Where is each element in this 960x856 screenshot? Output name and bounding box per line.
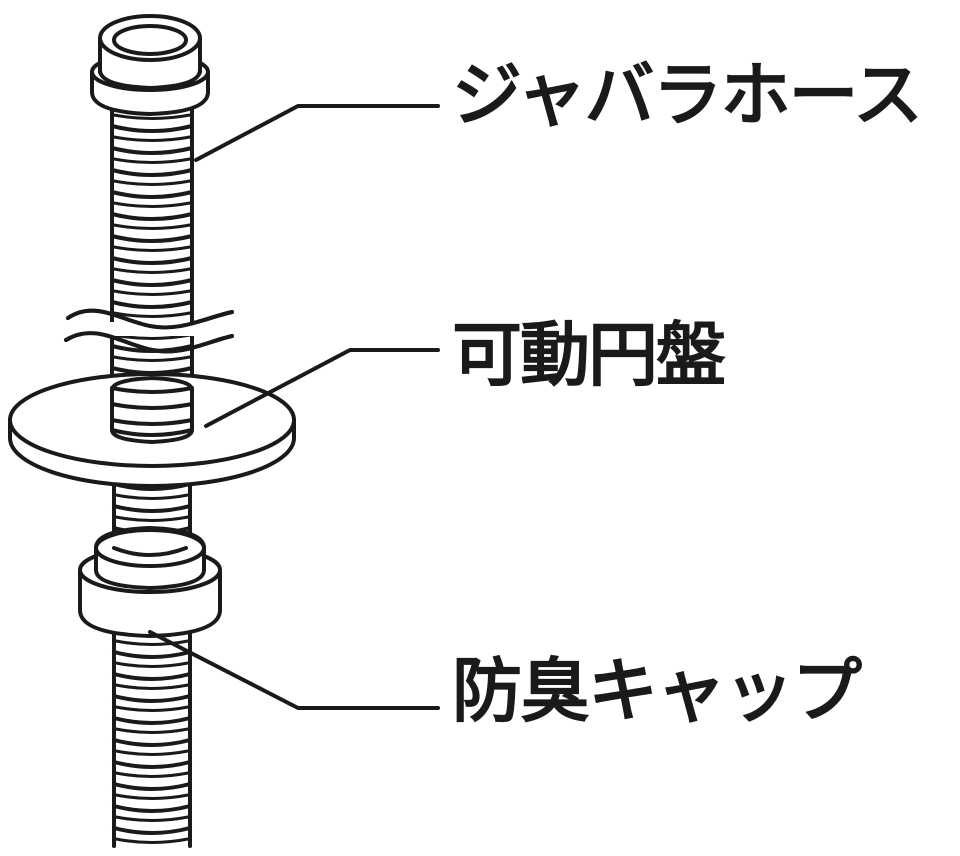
hose-ring: [110, 212, 194, 221]
movable-disc: [8, 372, 296, 488]
hose-ring: [110, 300, 194, 309]
hose-ring: [112, 672, 192, 681]
hose-ring: [112, 760, 192, 769]
break-mark: [64, 308, 234, 354]
deodorizing-cap: [78, 526, 222, 638]
leader-lines: [148, 104, 440, 710]
hose-lower-section: [112, 628, 192, 848]
hose-ring: [110, 146, 194, 155]
hose-ring: [112, 694, 192, 703]
hose-ring: [112, 804, 192, 813]
hose-ring: [110, 190, 194, 199]
hose-ring: [110, 168, 194, 177]
label-movable-disc: 可動円盤: [452, 314, 726, 396]
label-deodorizing-cap: 防臭キャップ: [452, 650, 862, 732]
top-fitting: [90, 14, 210, 116]
hose-ring: [110, 256, 194, 265]
hose-ring: [112, 716, 192, 725]
hose-ring: [110, 278, 194, 287]
hose-ring: [112, 826, 192, 835]
label-jabara-hose: ジャバラホース: [452, 54, 923, 136]
hose-ring: [110, 124, 194, 133]
leader-line-cap: [148, 630, 440, 710]
hose-ring: [112, 504, 192, 513]
hose-ring: [112, 738, 192, 747]
leader-line-disc: [204, 348, 440, 428]
leader-line-hose: [194, 104, 440, 162]
hose-ring: [112, 782, 192, 791]
hose-ring: [110, 234, 194, 243]
hose-ring: [112, 650, 192, 659]
